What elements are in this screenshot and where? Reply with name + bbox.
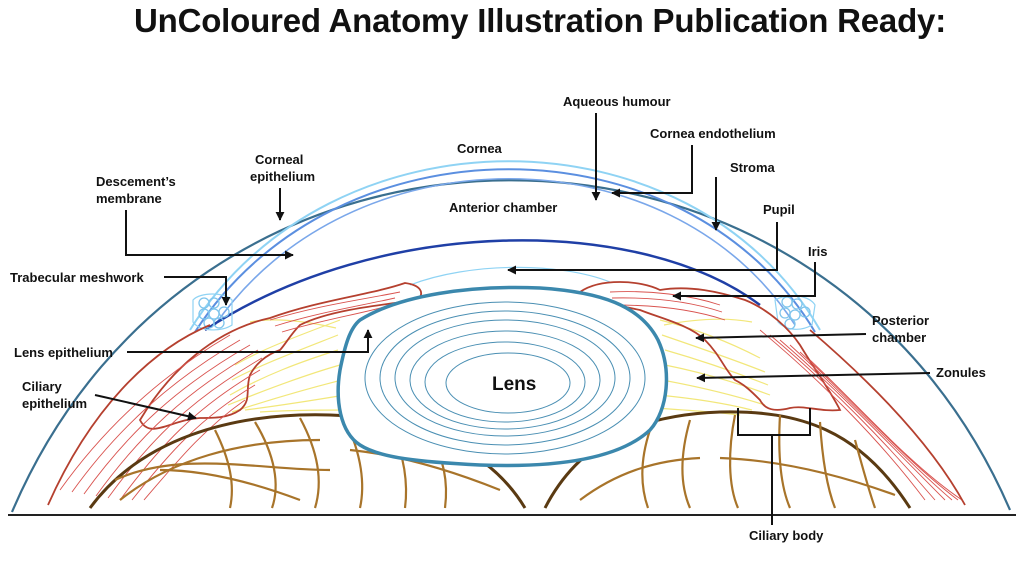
label-posterior-chamber-2: chamber (872, 330, 926, 345)
arrow-posterior-chamber (695, 333, 867, 343)
zonules-right (654, 318, 771, 416)
label-stroma: Stroma (730, 160, 776, 175)
corneal-epithelium-curve (189, 160, 821, 331)
cornea-mid-curve (194, 168, 816, 333)
label-descemets-membrane-2: membrane (96, 191, 162, 206)
label-posterior-chamber-1: Posterior (872, 313, 929, 328)
arrow-pupil (507, 222, 778, 275)
ciliary-muscle-boundary-right (809, 329, 966, 506)
label-iris: Iris (808, 244, 828, 259)
arrow-zonules (696, 372, 931, 383)
cornea-endothelium-curve (214, 178, 796, 326)
label-cornea-endothelium: Cornea endothelium (650, 126, 776, 141)
trabecular-meshwork-left (192, 293, 233, 331)
lens-capsule (336, 285, 669, 468)
zonules-left (227, 319, 351, 413)
label-corneal-epithelium-1: Corneal (255, 152, 303, 167)
label-descemets-membrane-1: Descement’s (96, 174, 176, 189)
arrow-descemets-membrane (125, 210, 294, 260)
lens-rings (364, 301, 646, 455)
label-zonules: Zonules (936, 365, 986, 380)
arrow-ciliary-epithelium (94, 394, 197, 421)
iris-muscle-right (578, 281, 842, 412)
arrow-iris (672, 262, 816, 301)
page-title: UnColoured Anatomy Illustration Publicat… (133, 2, 946, 39)
label-cornea: Cornea (457, 141, 503, 156)
muscle-lines-right (609, 291, 963, 501)
outer-dome (10, 179, 1012, 513)
arrow-trabecular-meshwork (164, 276, 231, 306)
ciliary-fibers-left (114, 417, 501, 509)
bracket-ciliary-body (737, 408, 811, 436)
ciliary-muscle-boundary-left (47, 324, 211, 506)
label-pupil: Pupil (763, 202, 795, 217)
label-lens-epithelium: Lens epithelium (14, 345, 113, 360)
label-ciliary-body: Ciliary body (749, 528, 824, 543)
ciliary-fibers-right (579, 414, 896, 509)
label-corneal-epithelium-2: epithelium (250, 169, 315, 184)
leader-lines (94, 113, 931, 525)
arrow-cornea-endothelium (611, 145, 693, 198)
meshwork-cells-left (198, 297, 230, 329)
label-lens: Lens (492, 374, 536, 395)
label-trabecular-meshwork: Trabecular meshwork (10, 270, 144, 285)
label-aqueous-humour: Aqueous humour (563, 94, 671, 109)
iris-muscle-left (138, 282, 422, 430)
iris-curve (204, 239, 761, 332)
arrow-lens-epithelium (127, 329, 373, 353)
meshwork-cells-right (779, 296, 811, 330)
label-ciliary-epithelium-1: Ciliary (22, 379, 63, 394)
label-ciliary-epithelium-2: epithelium (22, 396, 87, 411)
label-anterior-chamber: Anterior chamber (449, 200, 557, 215)
